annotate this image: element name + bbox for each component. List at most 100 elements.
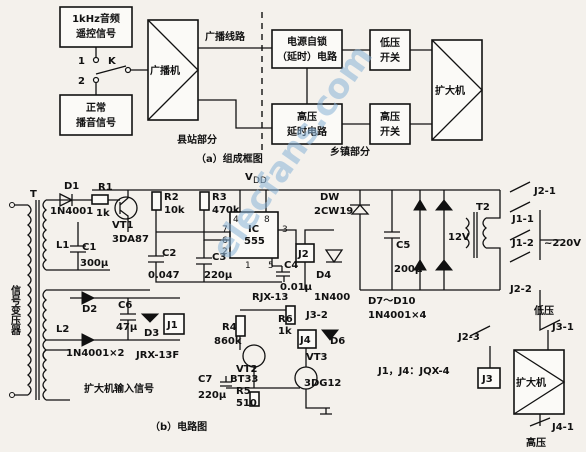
- r5-resistor: [249, 391, 260, 407]
- c5-label: C5: [396, 240, 410, 251]
- t1-transformer: [9, 199, 48, 401]
- r6-value: 1k: [278, 326, 292, 337]
- j2-2-label: J2-2: [509, 284, 532, 295]
- d1-label: D1: [64, 181, 79, 192]
- d7-part: 1N4001×4: [368, 310, 427, 321]
- lv-switch-line2: 开关: [380, 51, 400, 64]
- hv-switch-box: [369, 103, 411, 145]
- l1-label: L1: [56, 240, 69, 251]
- rc-signal-box: [59, 6, 133, 48]
- j1-label: J1: [166, 320, 178, 331]
- broadcaster-amp-symbol: [147, 19, 199, 121]
- j1-2-label: J1-2: [511, 238, 534, 249]
- amplifier-symbol: [431, 39, 483, 141]
- vt3-label: VT3: [306, 352, 328, 363]
- vdd-label: V: [245, 172, 253, 183]
- hv-delay-box: [271, 103, 343, 145]
- c1-label: C1: [82, 242, 96, 253]
- block-diagram: 1kHz音频 遥控信号 正常 播音信号 1 2 K 广播机 广播线路 电源自锁 …: [59, 6, 483, 165]
- pin-7: 7: [222, 225, 228, 235]
- switch-common: [124, 66, 132, 74]
- r2-label: R2: [164, 192, 179, 203]
- ic-label: IC: [248, 224, 259, 235]
- d3-diode: [140, 313, 160, 323]
- d4-part: 1N400: [314, 292, 350, 303]
- c6-label: C6: [118, 300, 132, 311]
- jrx-label: JRX-13F: [135, 350, 179, 361]
- c2-label: C2: [162, 248, 176, 259]
- power-lock-box: [271, 29, 343, 69]
- hv-switch-line2: 开关: [380, 125, 400, 138]
- ic-555: [229, 211, 279, 259]
- broadcaster-label: 广播机: [150, 64, 180, 77]
- broadcast-line-wiring: [198, 47, 272, 129]
- circuit-diagram: V DD T 信号变压器 D1 1N4001 R1 1k VT1 3DA87 L…: [9, 172, 582, 449]
- r1-resistor: [91, 194, 109, 205]
- dw-label: DW: [320, 192, 339, 203]
- r4-resistor: [235, 315, 246, 337]
- pin-8: 8: [264, 215, 270, 225]
- switch-k-wiring: [95, 47, 148, 95]
- t2-label: T2: [476, 202, 490, 213]
- hv-delay-line1: 高压: [297, 110, 317, 123]
- d4-label: D4: [316, 270, 331, 281]
- vt1-leads: [108, 190, 129, 232]
- switch-contact-2: [92, 76, 100, 84]
- pin-2: 2: [222, 247, 228, 257]
- c3-label: C3: [212, 252, 226, 263]
- caption-a: （a）组成框图: [196, 152, 263, 165]
- j2-label: J2: [297, 249, 309, 260]
- c7-label: C7: [198, 374, 212, 385]
- town-part-label: 乡镇部分: [330, 145, 370, 158]
- j4-1-label: J4-1: [551, 422, 574, 433]
- t2-transformer: [464, 212, 488, 258]
- pin-6: 6: [222, 236, 228, 246]
- r2-value: 10k: [164, 205, 185, 216]
- normal-signal-line1: 正常: [86, 101, 106, 114]
- normal-signal-box: [59, 94, 133, 136]
- d3-label: D3: [144, 328, 159, 339]
- j1-relay: [163, 313, 185, 335]
- d1-part: 1N4001: [50, 206, 93, 217]
- bridge-diodes: [413, 199, 454, 271]
- d2-part: 1N4001×2: [66, 348, 125, 359]
- c2-value: 0.047: [148, 270, 180, 281]
- d1-diode: [59, 192, 74, 208]
- vt1-part: 3DA87: [112, 234, 149, 245]
- county-part-label: 县站部分: [177, 133, 217, 146]
- hv-label: 高压: [526, 436, 546, 449]
- r3-value: 470k: [212, 205, 240, 216]
- ic-part: 555: [244, 236, 265, 247]
- normal-signal-line2: 播音信号: [76, 116, 116, 129]
- signal-transformer-label: 信号变压器: [9, 284, 22, 336]
- j3-1-label: J3-1: [551, 322, 574, 333]
- dw-part: 2CW19: [314, 206, 353, 217]
- j4-label: J4: [299, 335, 311, 346]
- caption-b: （b）电路图: [150, 420, 207, 433]
- pin-5: 5: [268, 261, 274, 271]
- vt2-wiring: [220, 309, 300, 389]
- switch-label-1: 1: [78, 56, 85, 67]
- dw-zener: [350, 190, 370, 290]
- hv-switch-line1: 高压: [380, 110, 400, 123]
- v12-label: 12V: [448, 232, 470, 243]
- vt1-transistor: [114, 196, 138, 220]
- j3-label: J3: [481, 374, 493, 385]
- r1-label: R1: [98, 182, 113, 193]
- r6-label: R6: [278, 314, 293, 325]
- town-wiring: [306, 49, 370, 125]
- r5-label: R5: [236, 386, 251, 397]
- r2-resistor: [151, 191, 162, 211]
- vt1-label: VT1: [112, 220, 134, 231]
- j2-1-label: J2-1: [533, 186, 556, 197]
- switch-contact-1: [92, 56, 100, 64]
- r3-label: R3: [212, 192, 227, 203]
- c5-capacitor: [384, 190, 400, 290]
- amplifier-label: 扩大机: [435, 84, 465, 97]
- c4-capacitor: [276, 266, 290, 282]
- input-wiring: [46, 199, 150, 401]
- c5-value: 200μ: [394, 264, 423, 275]
- amplifier-label-b: 扩大机: [516, 376, 546, 389]
- d6-diode: [320, 329, 340, 341]
- d2-diodes: [81, 291, 96, 347]
